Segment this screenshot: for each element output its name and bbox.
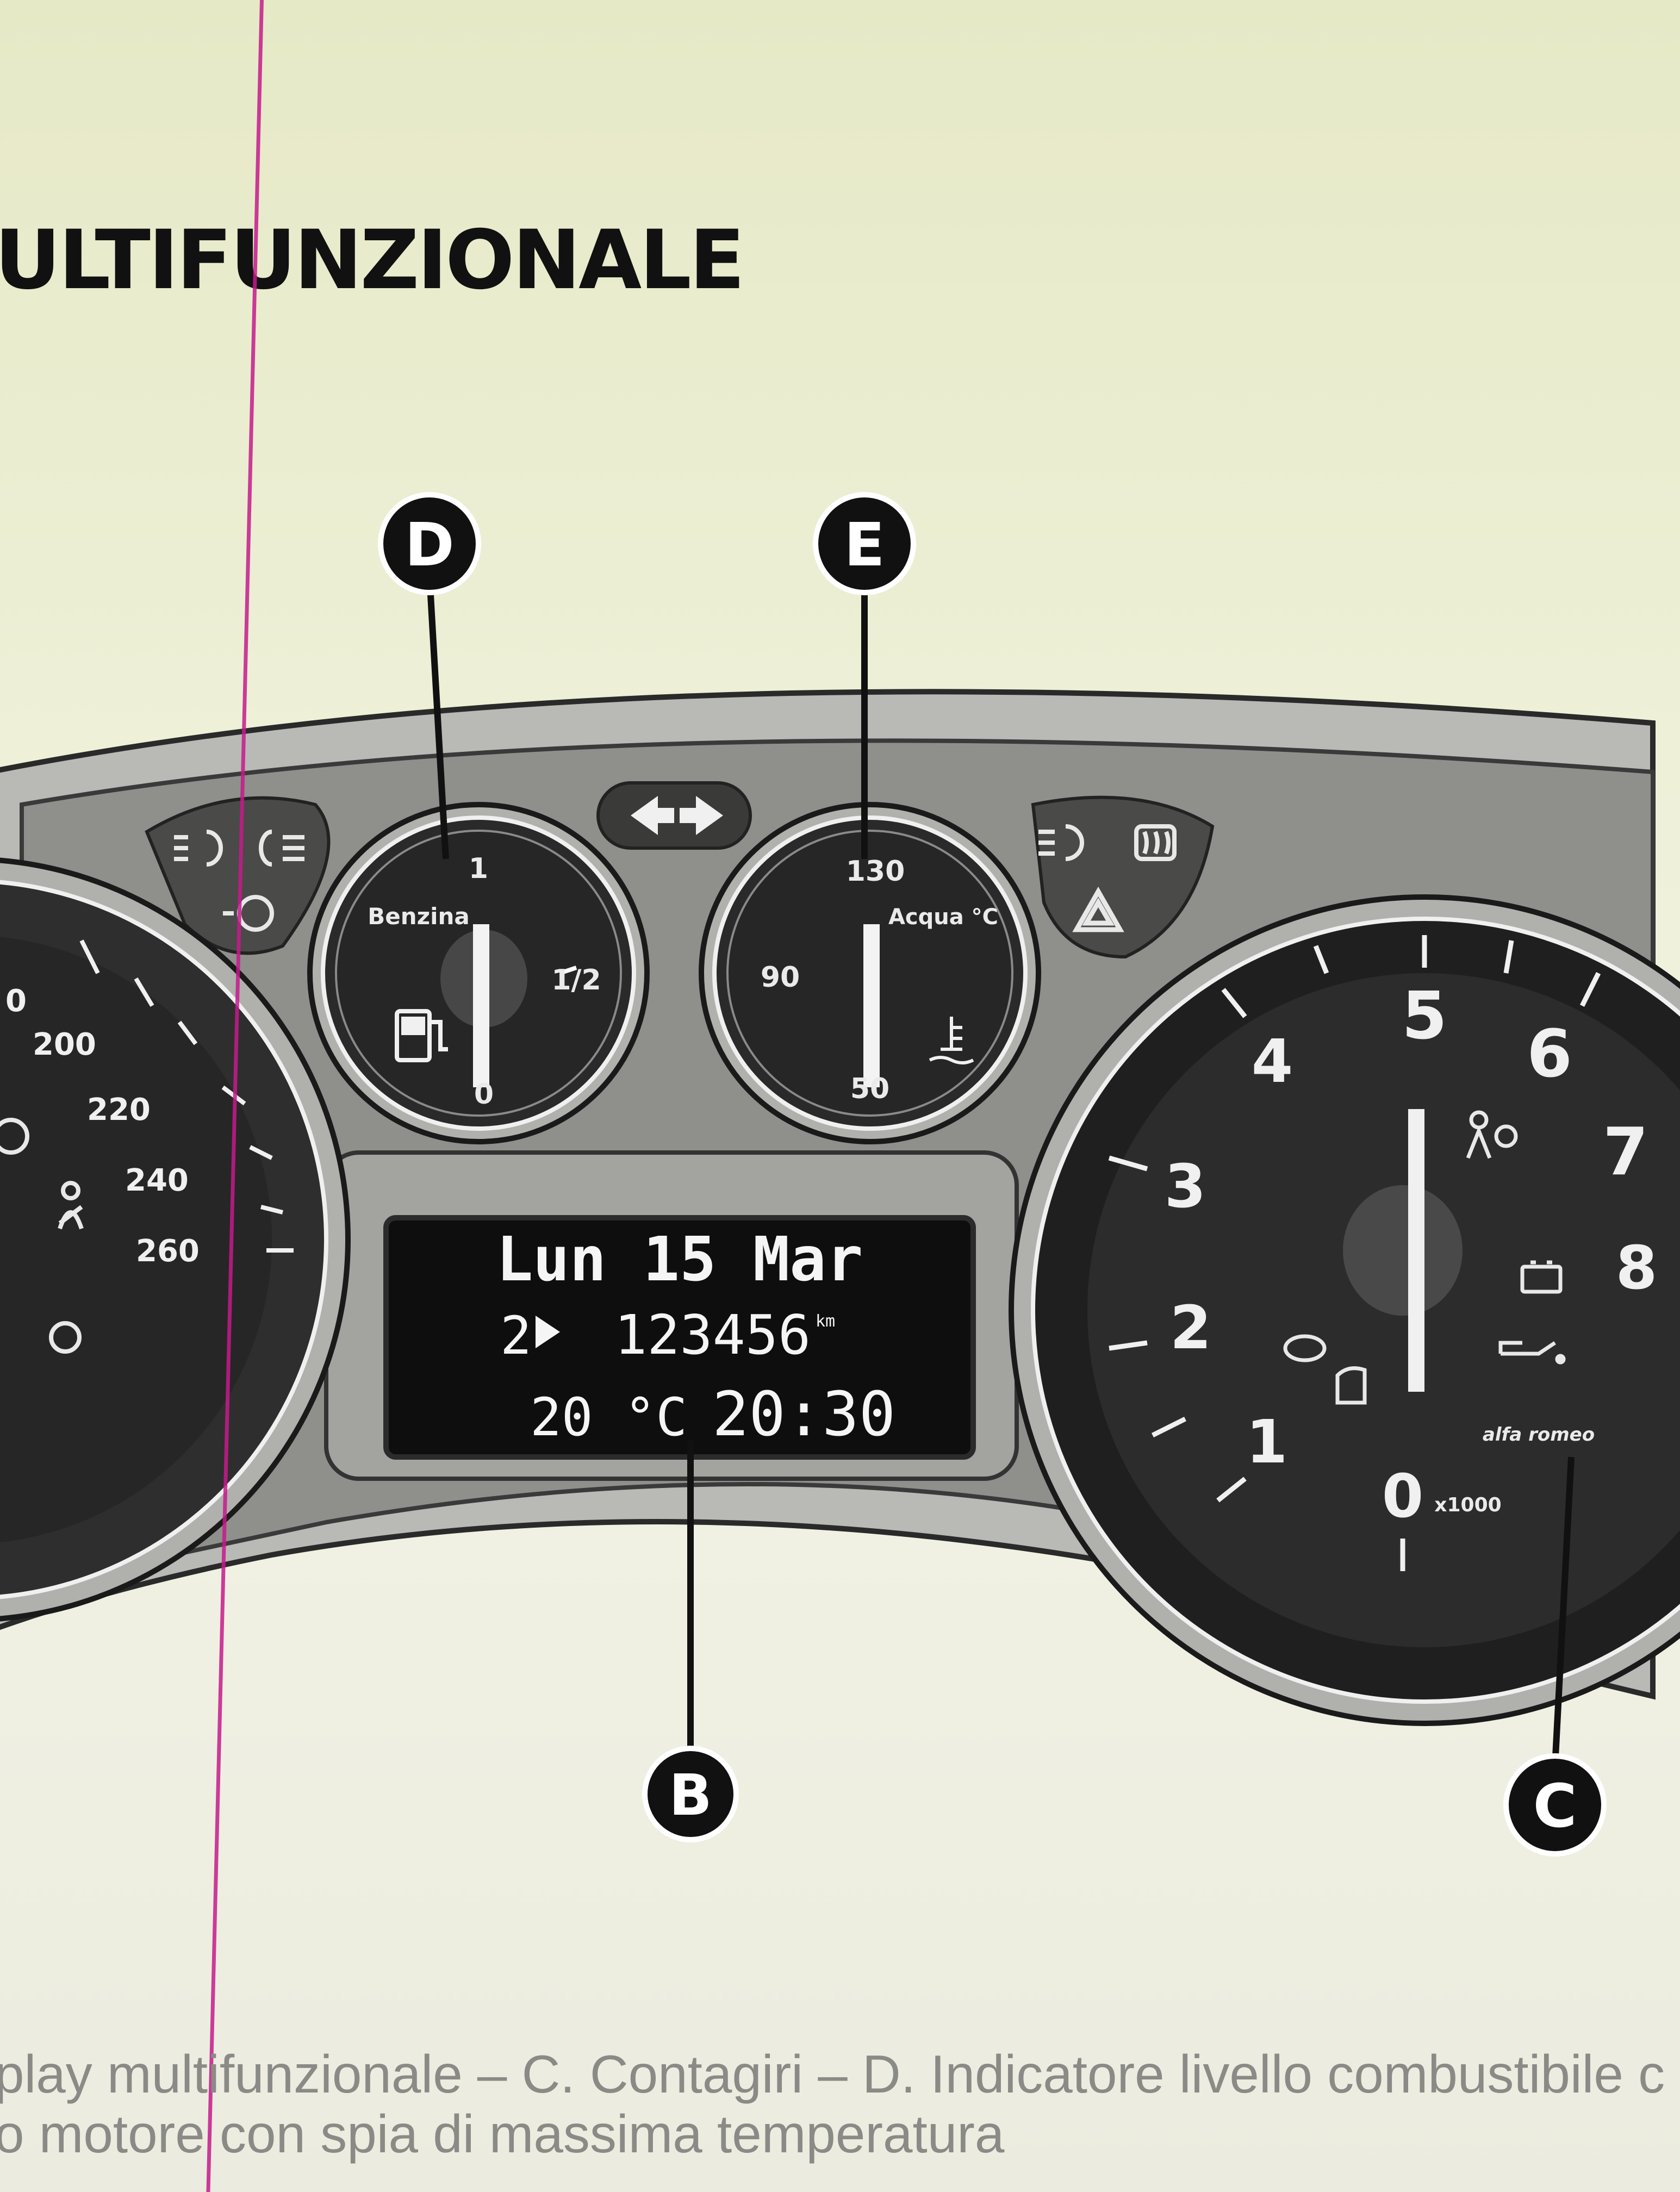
fuel-needle <box>473 924 489 1087</box>
airbag-icon <box>1466 1110 1518 1159</box>
engine-icon <box>1283 1334 1327 1362</box>
speedometer: 0 200 220 240 260 <box>0 857 351 1622</box>
figure-caption: play multifunzionale – C. Contagiri – D.… <box>0 2044 1680 2164</box>
display-date: Lun 15 Mar <box>496 1224 863 1295</box>
tach-number-7: 7 <box>1603 1114 1648 1190</box>
svg-text:C: C <box>1533 1771 1577 1841</box>
temp-gauge: 130 Acqua °C 90 50 <box>699 802 1041 1144</box>
turn-signal-right-icon <box>680 796 723 835</box>
callout-c-leader <box>1552 1456 1575 1767</box>
oil-pressure-icon <box>1498 1341 1566 1365</box>
temp-gauge-label: Acqua °C <box>888 905 998 930</box>
fuel-gauge: 1 Benzina 1/2 0 <box>307 802 650 1144</box>
caption-line-2: o motore con spia di massima temperatura <box>0 2104 1005 2164</box>
tach-number-0: 0 <box>1382 1461 1424 1531</box>
rear-fog-icon <box>259 830 304 867</box>
tach-brand-label: alfa romeo <box>1483 1424 1595 1446</box>
heated-rear-window-icon <box>1134 824 1177 861</box>
multifunction-display: Lun 15 Mar 2 123456 km 20 °C 20:30 <box>383 1215 976 1460</box>
brake-icon <box>0 1118 29 1155</box>
temp-min-label: 50 <box>850 1073 889 1105</box>
speed-tick-200: 200 <box>33 1027 96 1062</box>
door-open-icon <box>1335 1366 1367 1405</box>
tach-needle <box>1408 1109 1424 1392</box>
hazard-triangle-icon <box>1072 886 1124 932</box>
temp-needle <box>863 924 880 1087</box>
callout-e: E <box>813 492 916 595</box>
speed-tick-260: 260 <box>136 1234 200 1269</box>
tach-number-8: 8 <box>1616 1233 1658 1303</box>
display-temperature: 20 °C <box>530 1387 687 1448</box>
svg-text:B: B <box>669 1762 712 1828</box>
display-odometer-prefix: 2 <box>500 1305 532 1366</box>
callout-d: D <box>378 492 481 595</box>
fuel-pump-icon <box>395 1009 448 1062</box>
tach-number-4: 4 <box>1252 1026 1293 1096</box>
turn-signal-left-icon <box>631 796 674 835</box>
fuel-gauge-label: Benzina <box>368 903 469 930</box>
speed-tick-240: 240 <box>125 1163 189 1198</box>
abs-icon <box>49 1321 82 1354</box>
temp-max-label: 130 <box>846 855 905 888</box>
instrument-cluster-diagram: 1 Benzina 1/2 0 130 Acqua °C 90 50 <box>0 492 1680 1857</box>
trip-arrow-icon <box>536 1316 560 1348</box>
tach-number-2: 2 <box>1170 1293 1212 1362</box>
display-odometer: 123456 <box>614 1303 811 1367</box>
fuel-half-label: 1/2 <box>551 964 601 997</box>
caption-line-1: play multifunzionale – C. Contagiri – D.… <box>0 2044 1665 2104</box>
tach-unit-label: x1000 <box>1434 1494 1501 1516</box>
callout-c: C <box>1503 1753 1607 1857</box>
display-odometer-unit: km <box>816 1312 835 1331</box>
high-beam-icon <box>1038 824 1084 861</box>
svg-text:D: D <box>405 510 454 580</box>
callout-d-leader <box>426 576 449 860</box>
tachometer: 0 1 2 3 4 5 6 7 8 x1000 alfa romeo <box>1009 894 1680 1726</box>
page-title: ULTIFUNZIONALE <box>0 213 745 308</box>
callout-b: B <box>642 1746 739 1842</box>
fog-light-icon <box>174 830 223 867</box>
fuel-full-label: 1 <box>469 852 488 885</box>
tach-number-3: 3 <box>1165 1151 1206 1221</box>
coolant-temperature-icon <box>929 1017 974 1064</box>
battery-icon <box>1520 1260 1563 1294</box>
display-time: 20:30 <box>712 1379 895 1450</box>
temp-mid-label: 90 <box>761 961 800 994</box>
tach-number-6: 6 <box>1527 1017 1572 1092</box>
speed-tick-partial: 0 <box>5 983 27 1019</box>
tach-number-5: 5 <box>1402 979 1447 1054</box>
seatbelt-icon <box>58 1181 84 1230</box>
speed-tick-220: 220 <box>87 1092 151 1128</box>
tach-number-1: 1 <box>1246 1407 1288 1477</box>
svg-text:E: E <box>844 510 885 580</box>
fuel-empty-label: 0 <box>474 1078 494 1111</box>
